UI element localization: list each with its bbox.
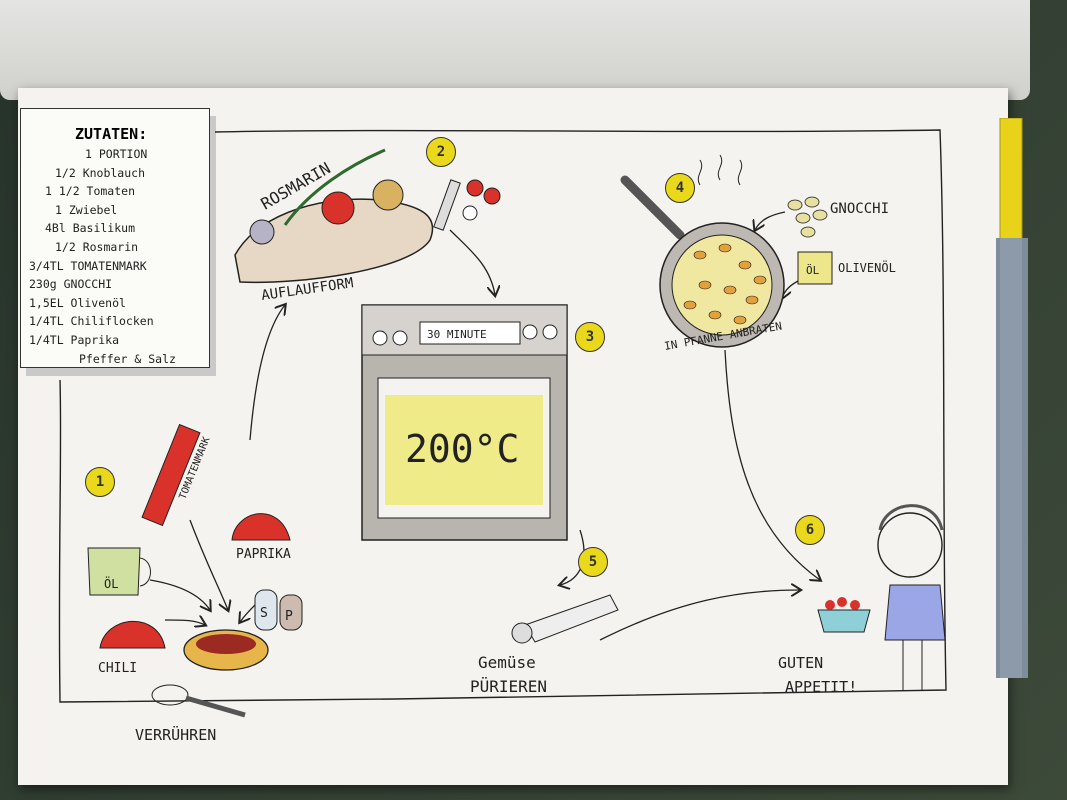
ingredients-card: ZUTATEN: 1 PORTION 1/2 Knoblauch 1 1/2 Tom… xyxy=(20,108,210,368)
knife-and-tomatoes xyxy=(433,179,501,231)
page-border xyxy=(58,129,947,703)
step-badge-2: 2 xyxy=(426,137,456,167)
label-appetit: APPETIT! xyxy=(785,678,857,696)
label-gemuse: Gemüse xyxy=(478,653,536,672)
ingredient-item: 1/4TL Chiliflocken xyxy=(29,314,154,329)
arrow-tube-to-bowl xyxy=(189,519,228,610)
previous-page xyxy=(0,0,1030,100)
arrow-gnocchi-to-pan xyxy=(755,211,786,230)
ingredient-item: 1 Zwiebel xyxy=(55,202,118,217)
casserole-board xyxy=(234,148,434,284)
arrow-chili-to-bowl xyxy=(164,620,205,625)
tomato-paste-tube xyxy=(141,423,201,527)
ingredient-item: 1/2 Rosmarin xyxy=(55,239,139,254)
ingredient-item: 4Bl Basilikum xyxy=(45,221,136,236)
label-oil-glass: ÖL xyxy=(806,264,820,277)
ingredient-item: 1 PORTION xyxy=(85,147,148,161)
arrow-1-to-2 xyxy=(249,305,285,441)
label-chili: CHILI xyxy=(98,661,137,676)
step-badge-5: 5 xyxy=(578,547,608,577)
mixing-bowl xyxy=(183,629,269,671)
step-badge-6: 6 xyxy=(795,515,825,545)
ingredient-item: 230g GNOCCHI xyxy=(29,277,113,292)
label-timer: 30 MINUTE xyxy=(427,328,487,341)
step-badge-3: 3 xyxy=(575,322,605,352)
hand-blender xyxy=(511,594,619,644)
ingredient-item: 1/2 Knoblauch xyxy=(55,165,146,180)
step-badge-1: 1 xyxy=(85,467,115,497)
step-badge-4: 4 xyxy=(665,173,695,203)
label-temperature: 200°C xyxy=(405,427,519,471)
whisk xyxy=(151,684,246,718)
person-with-dish xyxy=(817,504,946,690)
oil-glass xyxy=(797,251,833,285)
ingredient-item: 1 1/2 Tomaten xyxy=(45,184,136,199)
arrow-4-to-6 xyxy=(724,349,820,580)
ingredients-list: 1 PORTION 1/2 Knoblauch 1 1/2 Tomaten 1 Zwi… xyxy=(29,145,209,368)
label-pepper: P xyxy=(285,609,293,624)
chili-pile xyxy=(99,620,166,649)
arrow-oil-to-bowl xyxy=(149,579,210,610)
label-paprika: PAPRIKA xyxy=(236,547,291,562)
ingredient-item: 1,5EL Olivenöl xyxy=(29,295,126,310)
label-oil-jug: ÖL xyxy=(104,575,118,591)
label-purieren: PÜRIEREN xyxy=(470,677,547,696)
label-gnocchi: GNOCCHI xyxy=(830,201,889,217)
arrow-5-to-6 xyxy=(599,590,800,641)
ingredient-item: 1/4TL Paprika xyxy=(29,332,120,347)
salt-pepper-shakers xyxy=(254,589,303,631)
gnocchi-heap xyxy=(787,196,828,238)
ingredient-item: Pfeffer & Salz xyxy=(79,351,176,366)
ingredient-item: 3/4TL TOMATENMARK xyxy=(29,258,147,273)
arrow-2-to-3 xyxy=(449,229,495,295)
ingredients-title: ZUTATEN: xyxy=(75,125,148,143)
paprika-pile xyxy=(231,513,291,541)
frying-pan xyxy=(620,154,785,348)
marker-pen xyxy=(996,118,1028,678)
label-guten: GUTEN xyxy=(778,654,823,672)
arrow-salt-to-bowl xyxy=(240,604,256,622)
label-olivenol: OLIVENÖL xyxy=(838,259,896,275)
label-salt: S xyxy=(260,606,268,621)
oven xyxy=(361,304,568,541)
oil-jug xyxy=(87,547,151,596)
label-verruhren: VERRÜHREN xyxy=(135,725,216,744)
